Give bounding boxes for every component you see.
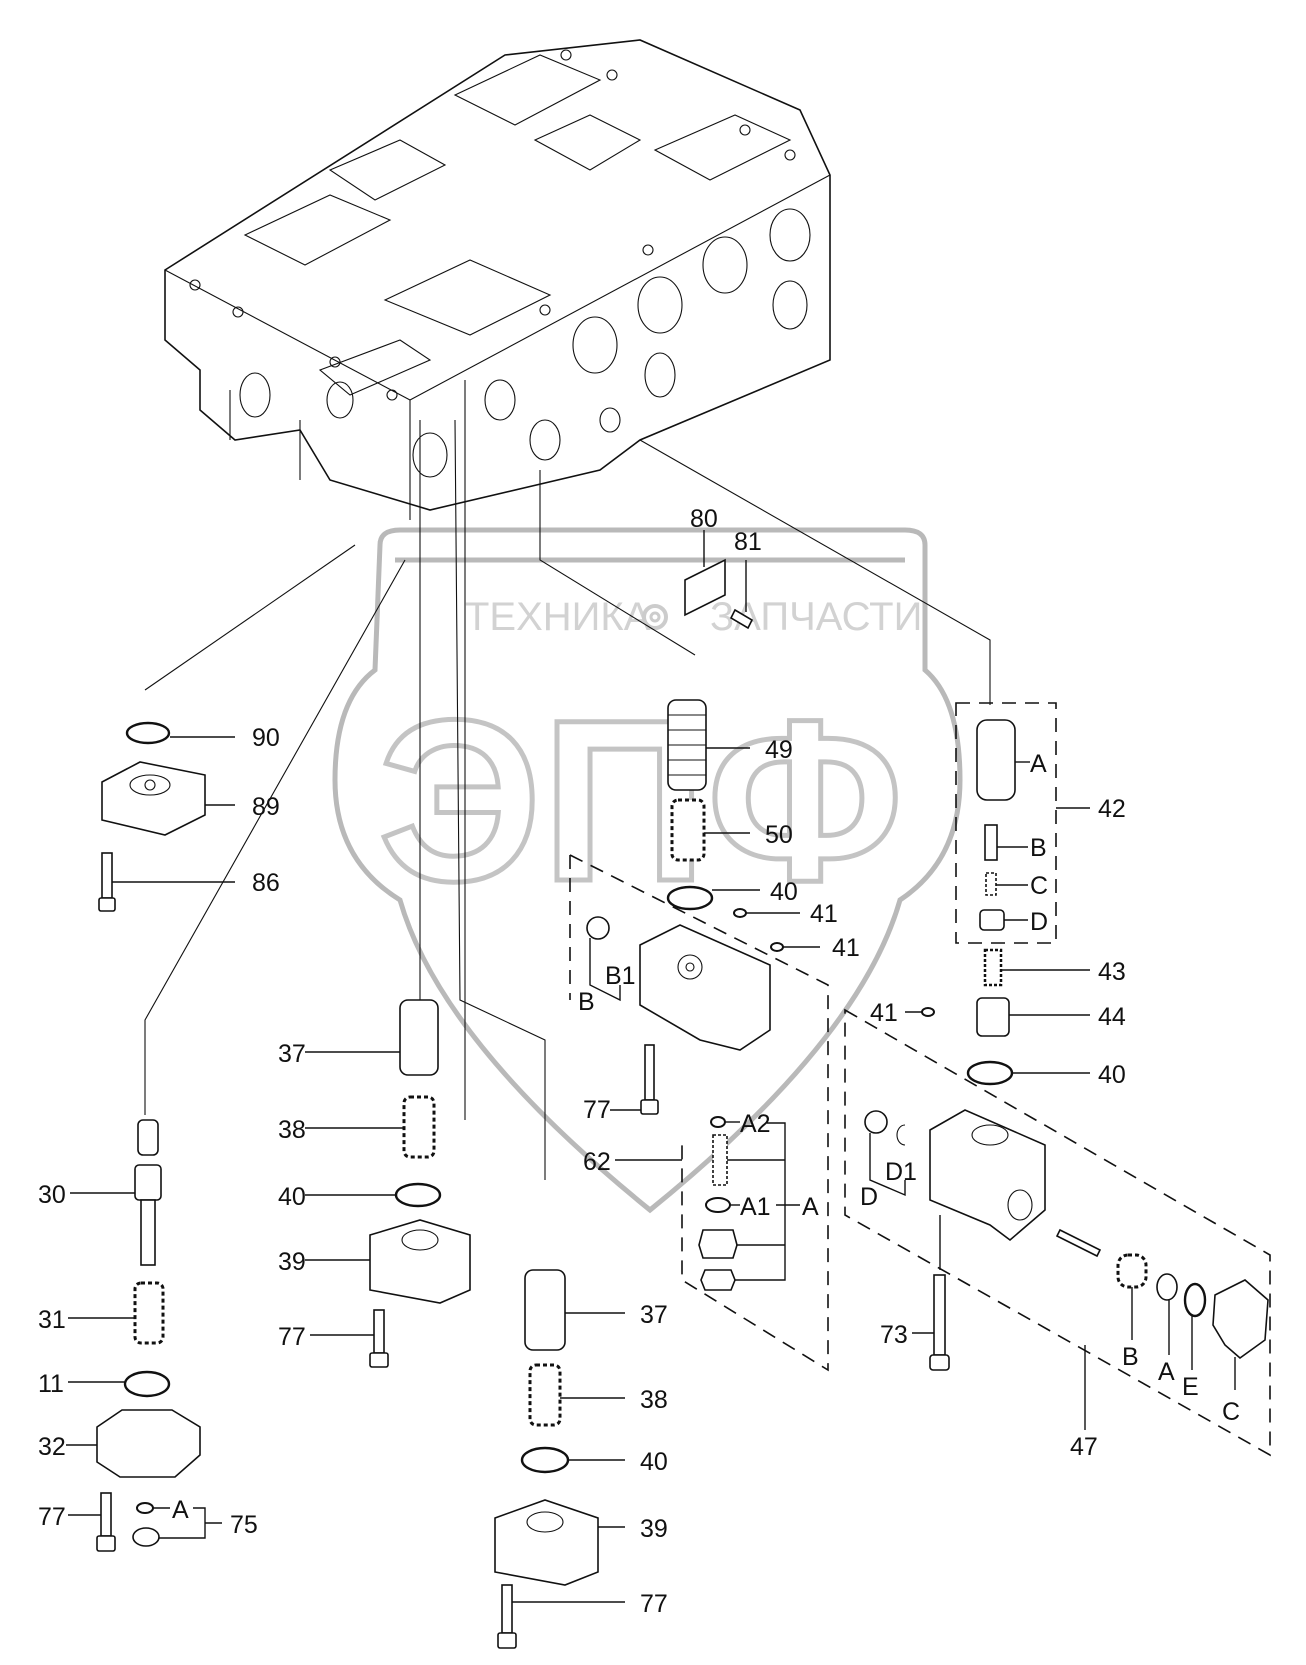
label-b1: B1 — [605, 962, 636, 990]
part-38-spring-a: 38 — [278, 1095, 436, 1159]
part-86-bolt: 86 — [98, 852, 280, 912]
part-49-spool: 49 — [667, 699, 793, 791]
label-42-d: D — [1030, 908, 1048, 936]
label-11: 11 — [38, 1370, 64, 1398]
label-77-bottom: 77 — [640, 1590, 668, 1618]
part-40-oring-right: 40 — [966, 1060, 1126, 1089]
part-11-oring: 11 — [38, 1370, 171, 1398]
label-d: D — [860, 1183, 878, 1211]
part-32-cover: 32 — [38, 1409, 201, 1478]
part-80-plate: 80 — [684, 505, 726, 617]
label-39-b: 39 — [640, 1515, 668, 1543]
part-75-plug: A 75 — [132, 1496, 258, 1547]
label-41-right: 41 — [870, 999, 898, 1027]
part-62-a-subassembly: A2 A1 A — [698, 1110, 819, 1291]
part-38-spring-b: 38 — [528, 1363, 668, 1427]
label-39-a: 39 — [278, 1248, 306, 1276]
label-d1: D1 — [885, 1158, 917, 1186]
label-40-center: 40 — [770, 878, 798, 906]
label-30: 30 — [38, 1181, 66, 1209]
label-47-a: A — [1158, 1358, 1175, 1386]
label-47: 47 — [1070, 1433, 1098, 1461]
part-44-seat: 44 — [976, 997, 1126, 1037]
valve-body — [164, 39, 831, 520]
label-77-left: 77 — [38, 1503, 66, 1531]
label-37-a: 37 — [278, 1040, 306, 1068]
label-77-center: 77 — [583, 1096, 611, 1124]
gear-icon — [642, 604, 668, 630]
label-a: A — [802, 1193, 819, 1221]
part-40-oring-a: 40 — [278, 1182, 442, 1211]
label-38-b: 38 — [640, 1386, 668, 1414]
part-89-flange: 89 — [101, 761, 280, 836]
oring-40-center — [666, 885, 714, 911]
label-a1: A1 — [740, 1193, 771, 1221]
part-31-spring: 31 — [38, 1281, 165, 1345]
label-77-mid: 77 — [278, 1323, 306, 1351]
part-62-assembly: 40 41 41 B1 B 77 62 — [569, 854, 860, 1372]
label-42-a: A — [1030, 750, 1047, 778]
label-41-a: 41 — [810, 900, 838, 928]
label-81: 81 — [734, 528, 762, 556]
label-40-b: 40 — [640, 1448, 668, 1476]
label-37-b: 37 — [640, 1301, 668, 1329]
part-42-assembly: 42 A B C D — [955, 702, 1126, 944]
label-80: 80 — [690, 505, 718, 533]
part-39-flange-a: 39 — [278, 1219, 471, 1304]
part-50-spring: 50 — [670, 798, 793, 862]
part-40-oring-b: 40 — [520, 1446, 668, 1476]
label-43: 43 — [1098, 958, 1126, 986]
label-40-a: 40 — [278, 1183, 306, 1211]
label-86: 86 — [252, 869, 280, 897]
label-32: 32 — [38, 1433, 66, 1461]
label-47-c: C — [1222, 1398, 1240, 1426]
part-41-oring-right: 41 — [870, 999, 935, 1027]
label-42: 42 — [1098, 795, 1126, 823]
part-37-sleeve-a: 37 — [278, 999, 439, 1076]
label-62: 62 — [583, 1148, 611, 1176]
watermark-shield — [332, 527, 963, 1214]
label-73: 73 — [880, 1321, 908, 1349]
part-37-sleeve-b: 37 — [524, 1269, 668, 1351]
part-77-bolt-bottom: 77 — [497, 1584, 668, 1649]
label-49: 49 — [765, 736, 793, 764]
label-41-b: 41 — [832, 934, 860, 962]
watermark-text-left: ТЕХНИКА — [465, 595, 651, 639]
part-77-bolt-left: 77 — [38, 1492, 116, 1552]
label-42-c: C — [1030, 872, 1048, 900]
label-90: 90 — [252, 724, 280, 752]
assembly-lines — [144, 380, 991, 1180]
label-44: 44 — [1098, 1003, 1126, 1031]
part-30-spool: 30 — [38, 1119, 162, 1266]
part-77-bolt-mid: 77 — [278, 1309, 389, 1368]
label-b-center: B — [578, 988, 595, 1016]
part-81-screw: 81 — [729, 528, 762, 630]
part-39-flange-b: 39 — [494, 1499, 668, 1586]
label-31: 31 — [38, 1306, 66, 1334]
label-89: 89 — [252, 793, 280, 821]
part-47-assembly: 47 D1 D 73 B A E C — [844, 1008, 1271, 1461]
label-47-e: E — [1182, 1373, 1199, 1401]
label-38-a: 38 — [278, 1116, 306, 1144]
label-50: 50 — [765, 821, 793, 849]
label-47-b: B — [1122, 1343, 1139, 1371]
watermark-logo: ЭПФ — [378, 672, 903, 929]
label-75-a: A — [172, 1496, 189, 1524]
label-40-right: 40 — [1098, 1061, 1126, 1089]
label-a2: A2 — [740, 1110, 771, 1138]
label-75: 75 — [230, 1511, 258, 1539]
label-42-b: B — [1030, 834, 1047, 862]
part-90-oring: 90 — [125, 721, 280, 752]
watermark: ТЕХНИКА ЗАПЧАСТИ ЭПФ — [332, 527, 963, 1214]
part-43-spring: 43 — [983, 948, 1126, 987]
